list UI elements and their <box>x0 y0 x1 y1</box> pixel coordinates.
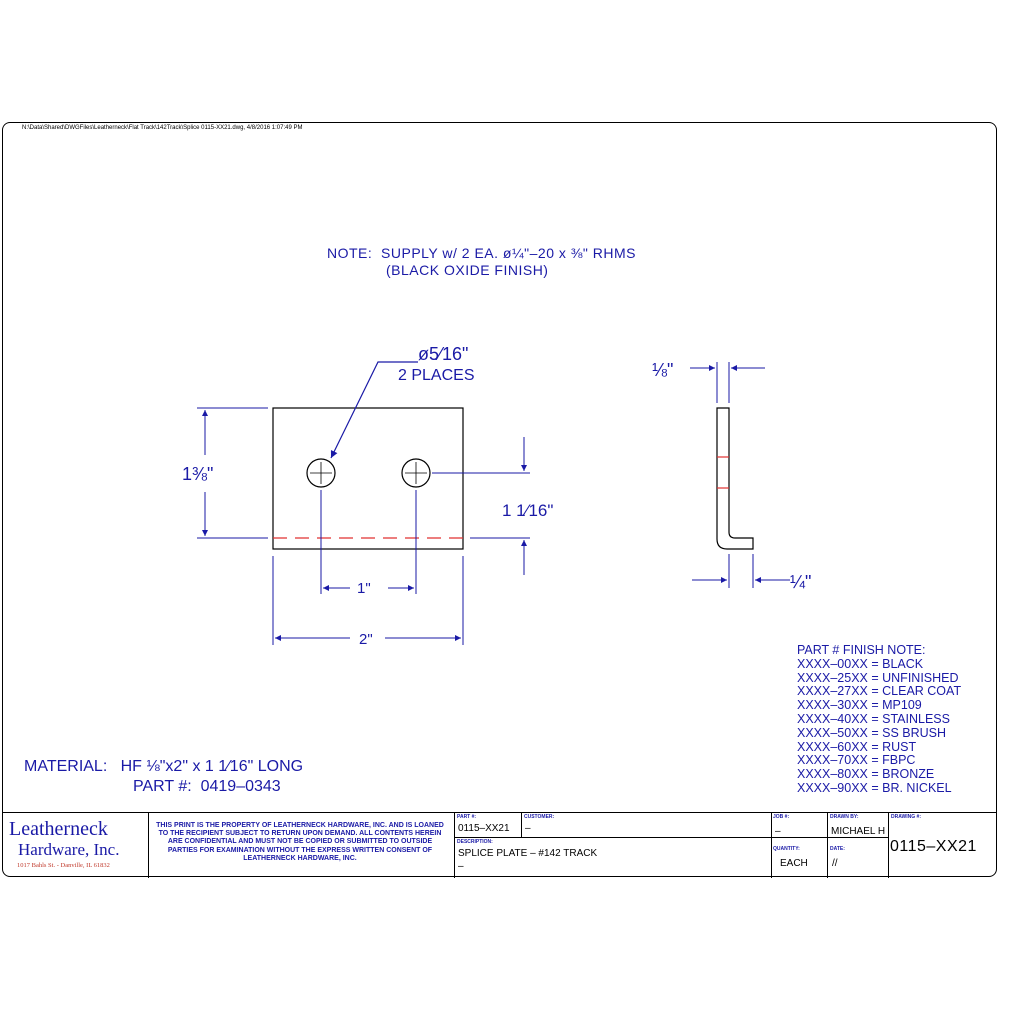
finish-row: XXXX–50XX = SS BRUSH <box>797 725 947 740</box>
material-label: MATERIAL: <box>24 758 108 775</box>
bend-leg-label: ¼" <box>790 572 811 592</box>
drawing-sheet-border <box>2 122 997 877</box>
finish-row: XXXX–40XX = STAINLESS <box>797 711 950 726</box>
drawn-by-value: MICHAEL H <box>831 826 886 837</box>
supply-note-line2: (BLACK OXIDE FINISH) <box>386 262 549 278</box>
customer-label: CUSTOMER: <box>524 814 555 820</box>
plate-outline <box>272 407 464 550</box>
description-value-2: – <box>458 861 464 872</box>
date-value: // <box>832 858 838 869</box>
hole-left <box>306 458 336 488</box>
part-label: PART #: <box>457 814 477 820</box>
finish-note-title: PART # FINISH NOTE: <box>797 643 926 657</box>
finish-row: XXXX–90XX = BR. NICKEL <box>797 780 952 795</box>
width-label: 2" <box>359 631 373 648</box>
quantity-value: EACH <box>780 858 808 869</box>
height-dimension <box>197 407 268 539</box>
company-address: 1017 Bahls St. - Danville, IL 61832 <box>17 862 110 869</box>
bend-leg-dimension <box>692 554 790 588</box>
hole-spacing-dimension <box>320 490 417 594</box>
quantity-label: QUANTITY: <box>773 846 800 852</box>
thickness-label: ⅛" <box>652 360 673 380</box>
hole-offset-dimension <box>432 437 530 575</box>
material-block: MATERIAL: HF ⅛"x2" x 1 1⁄16" LONG PART #… <box>24 757 303 797</box>
description-value: SPLICE PLATE – #142 TRACK <box>458 848 598 859</box>
job-value: – <box>775 826 781 837</box>
drawing-number-value: 0115–XX21 <box>890 838 977 855</box>
hole-offset-label: 1 1⁄16" <box>502 501 553 520</box>
disclaimer-text: THIS PRINT IS THE PROPERTY OF LEATHERNEC… <box>156 822 444 862</box>
hole-spacing-label: 1" <box>357 580 371 597</box>
finish-row: XXXX–00XX = BLACK <box>797 656 924 671</box>
height-label: 1⅜" <box>182 464 213 484</box>
file-path: N:\Data\Shared\DWGFiles\Leatherneck\Flat… <box>22 125 303 131</box>
drawing-number-label: DRAWING #: <box>891 814 921 820</box>
company-name-line1: Leatherneck <box>9 818 108 840</box>
title-block <box>2 812 997 878</box>
finish-row: XXXX–60XX = RUST <box>797 739 917 754</box>
drawn-by-label: DRAWN BY: <box>830 814 859 820</box>
side-profile <box>716 407 754 550</box>
material-value: HF ⅛"x2" x 1 1⁄16" LONG <box>120 758 304 775</box>
job-label: JOB #: <box>773 814 790 820</box>
hole-places-label: 2 PLACES <box>398 367 474 384</box>
material-part-label: PART #: <box>133 778 192 795</box>
thickness-dimension <box>690 362 765 403</box>
company-name-line2: Hardware, Inc. <box>18 840 120 859</box>
customer-value: – <box>525 823 531 834</box>
finish-row: XXXX–27XX = CLEAR COAT <box>797 684 962 699</box>
finish-note: PART # FINISH NOTE: XXXX–00XX = BLACK XX… <box>797 643 962 796</box>
finish-row: XXXX–70XX = FBPC <box>797 753 916 768</box>
hole-leader <box>330 361 418 459</box>
finish-row: XXXX–80XX = BRONZE <box>797 767 935 782</box>
description-label: DESCRIPTION: <box>457 839 493 845</box>
date-label: DATE: <box>830 846 845 852</box>
material-part-value: 0419–0343 <box>200 778 281 795</box>
hole-dia-label: ø5⁄16" <box>418 344 468 364</box>
width-dimension <box>272 556 464 645</box>
finish-row: XXXX–25XX = UNFINISHED <box>797 670 959 685</box>
supply-note-line1: NOTE: SUPPLY w/ 2 EA. ø¼"–20 x ⅜" RHMS <box>327 245 637 261</box>
finish-row: XXXX–30XX = MP109 <box>797 698 922 713</box>
part-value: 0115–XX21 <box>458 823 510 834</box>
hole-right <box>401 458 431 488</box>
